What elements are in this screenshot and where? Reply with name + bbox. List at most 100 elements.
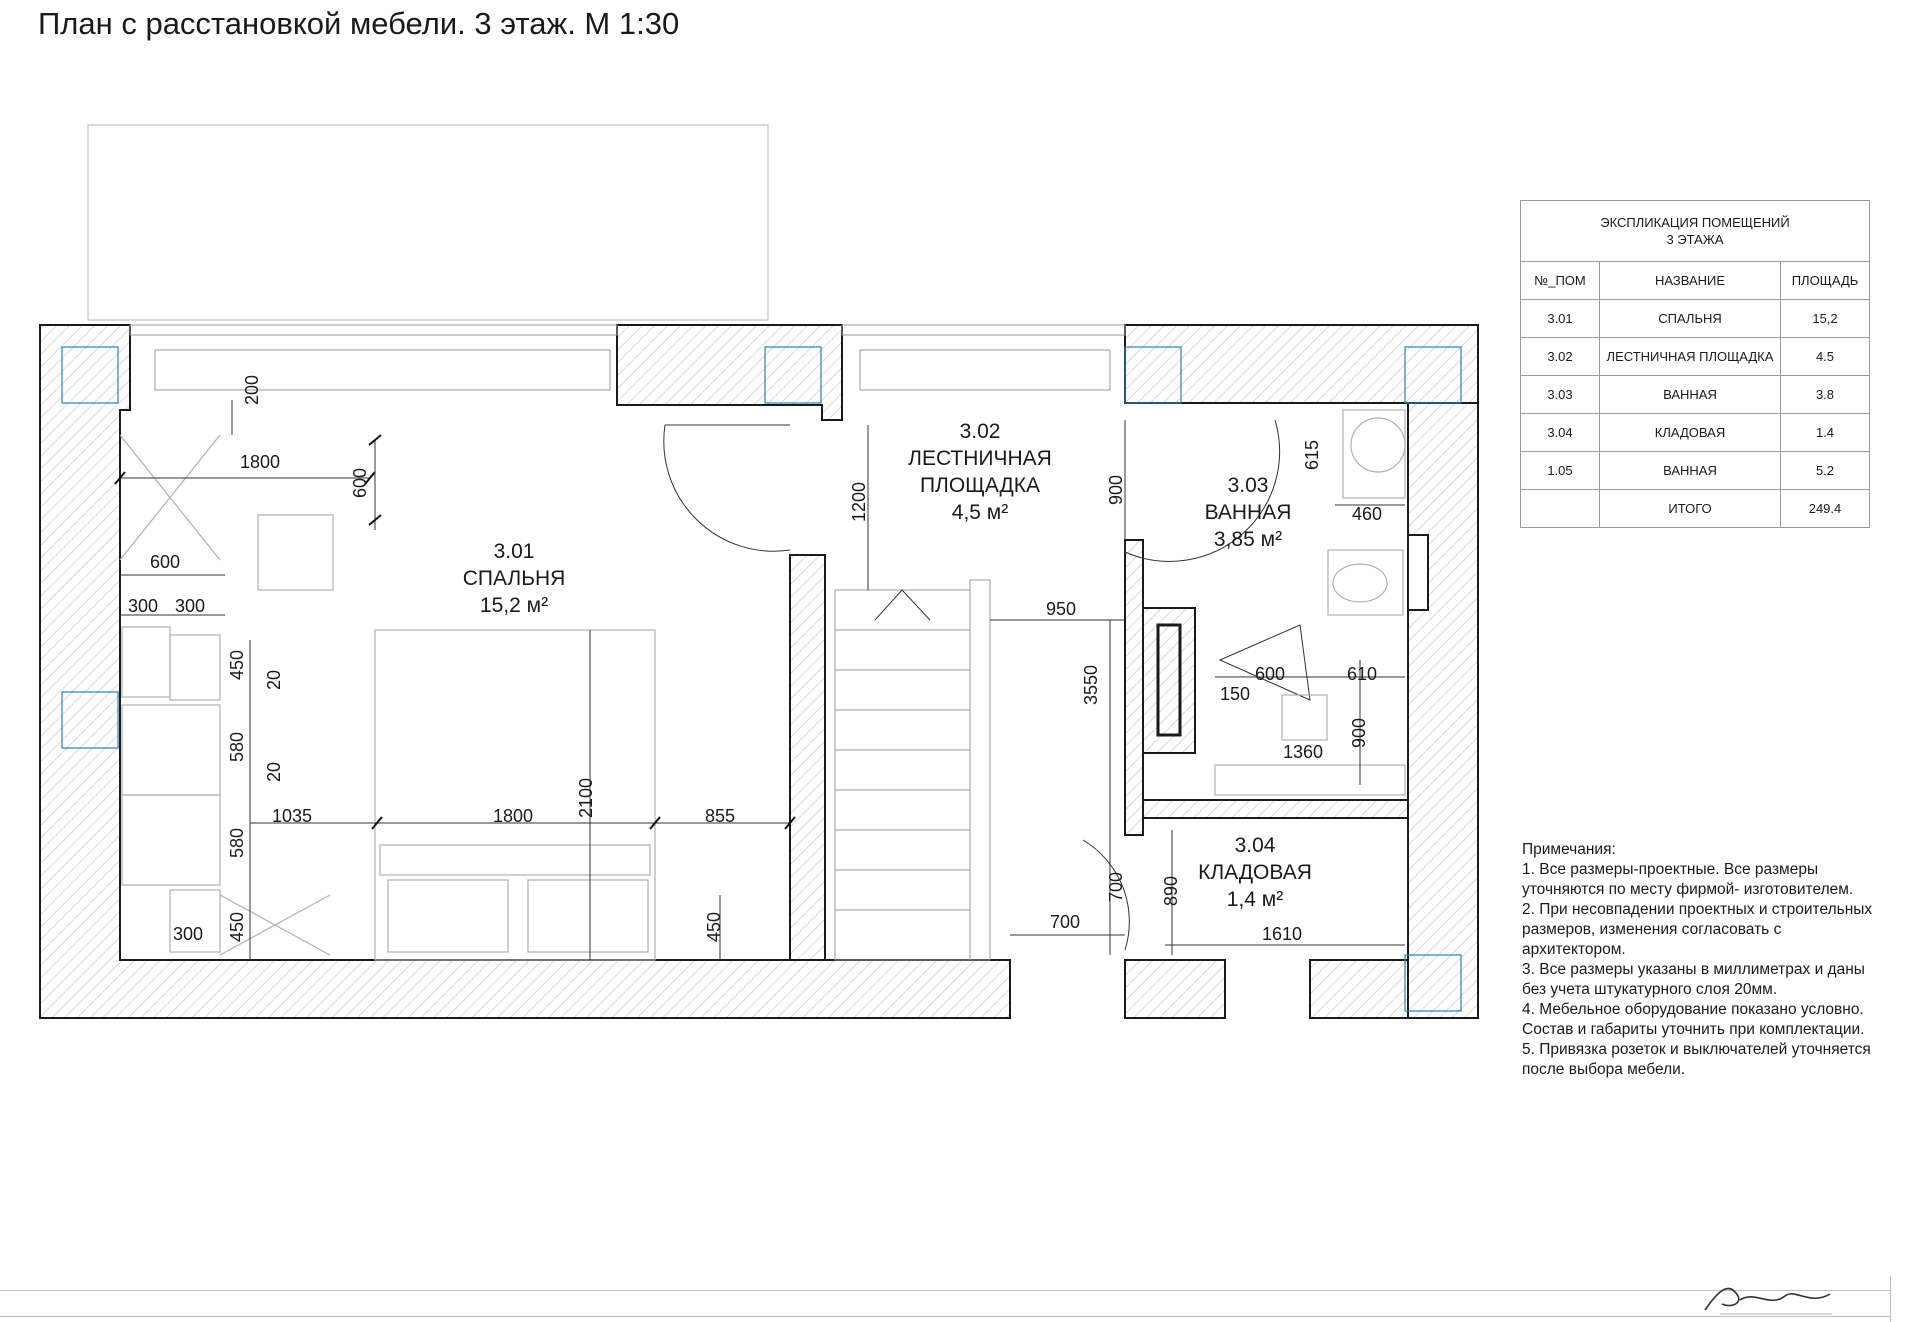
table-row: 3.02 ЛЕСТНИЧНАЯ ПЛОЩАДКА 4.5 [1520,337,1870,376]
row-num: 3.02 [1520,337,1600,376]
pillow-right [527,879,649,953]
dim-300-a: 300 [128,596,158,616]
rooms-explication-table: ЭКСПЛИКАЦИЯ ПОМЕЩЕНИЙ 3 ЭТАЖА №_ПОМ НАЗВ… [1520,200,1870,528]
room-301-name: СПАЛЬНЯ [463,567,566,590]
footer-rule-bottom [0,1316,1890,1317]
dim-580-a: 580 [227,732,247,762]
dim-450-b: 450 [227,912,247,942]
wardrobe-1 [121,626,171,698]
note-line: 4. Мебельное оборудование показано услов… [1522,1001,1864,1018]
table-title-row: ЭКСПЛИКАЦИЯ ПОМЕЩЕНИЙ 3 ЭТАЖА [1520,200,1870,262]
dim-2100: 2100 [576,778,596,818]
table-row: 3.04 КЛАДОВАЯ 1.4 [1520,413,1870,452]
row-num: 3.04 [1520,413,1600,452]
header-name: НАЗВАНИЕ [1599,261,1781,300]
dim-1800-bed: 1800 [493,806,533,826]
dim-200: 200 [242,375,262,405]
toilet [1327,549,1404,616]
column-4 [1124,346,1182,404]
row-area: 1.4 [1780,413,1870,452]
bath-niche-inner [1156,623,1182,737]
note-line: Состав и габариты уточнить при комплекта… [1522,1021,1865,1038]
outer-walls [39,324,1479,1019]
dim-150: 150 [1220,684,1250,704]
table-row: 1.05 ВАННАЯ 5.2 [1520,451,1870,490]
wardrobe-2 [169,634,221,701]
notes-block: Примечания: 1. Все размеры-проектные. Вс… [1522,840,1920,1080]
row-num: 3.03 [1520,375,1600,414]
row-name: ВАННАЯ [1599,451,1781,490]
note-line: 2. При несовпадении проектных и строител… [1522,901,1873,918]
balcony-outline [87,124,769,321]
dim-900-a: 900 [1106,475,1126,505]
column-5 [1404,346,1462,404]
table-total-row: ИТОГО 249.4 [1520,489,1870,528]
dim-700-b: 700 [1050,912,1080,932]
room-303-area: 3,85 м² [1214,528,1282,551]
room-302-area: 4,5 м² [952,501,1008,524]
page-title: План с расстановкой мебели. 3 этаж. М 1:… [38,6,680,41]
row-area: 3.8 [1780,375,1870,414]
table-title: ЭКСПЛИКАЦИЯ ПОМЕЩЕНИЙ 3 ЭТАЖА [1520,200,1870,262]
columns [61,346,1462,1012]
sink-cabinet [1281,694,1328,741]
room-301-area: 15,2 м² [480,594,548,617]
column-3 [764,346,822,404]
dimension-labels: 200 1800 600 600 300 300 450 20 580 20 5… [128,375,1382,944]
wall-top-left [39,324,1011,1019]
wardrobe-5 [169,889,221,953]
wall-bottom-right-a [1124,959,1226,1019]
row-num: 1.05 [1520,451,1600,490]
stairs [834,579,991,961]
dim-700-a: 700 [1106,872,1126,902]
dim-1610: 1610 [1262,924,1302,944]
room-303-num: 3.03 [1228,474,1269,497]
table-row: 3.01 СПАЛЬНЯ 15,2 [1520,299,1870,338]
total-label: ИТОГО [1599,489,1781,528]
column-2 [61,691,119,749]
wall-bath-storage [1142,799,1409,819]
wardrobe-3 [121,704,221,796]
table-row: 3.03 ВАННАЯ 3.8 [1520,375,1870,414]
dim-450-a: 450 [227,650,247,680]
row-area: 4.5 [1780,337,1870,376]
note-line: без учета штукатурного слоя 20мм. [1522,981,1778,998]
dim-900-b: 900 [1349,718,1369,748]
wall-top-right [1124,324,1479,404]
bedroom-furniture [119,434,656,961]
dim-300-c: 300 [173,924,203,944]
column-1 [61,346,119,404]
note-line: архитектором. [1522,941,1626,958]
windows [129,324,1126,391]
washbasin [1342,409,1406,499]
dim-20-b: 20 [264,762,284,782]
dim-1800-top: 1800 [240,452,280,472]
table-title-line2: 3 ЭТАЖА [1666,232,1724,247]
table-header-row: №_ПОМ НАЗВАНИЕ ПЛОЩАДЬ [1520,261,1870,300]
row-name: ЛЕСТНИЧНАЯ ПЛОЩАДКА [1599,337,1781,376]
dim-460: 460 [1352,504,1382,524]
wall-stair-right [1124,539,1144,836]
dim-855: 855 [705,806,735,826]
room-labels: 3.01 СПАЛЬНЯ 15,2 м² 3.02 ЛЕСТНИЧНАЯ ПЛО… [463,420,1312,911]
room-303-name: ВАННАЯ [1205,501,1292,524]
total-value: 249.4 [1780,489,1870,528]
footer-rule [0,1290,1890,1291]
header-num: №_ПОМ [1520,261,1600,300]
pillow-left [387,879,509,953]
room-304-area: 1,4 м² [1227,888,1283,911]
dim-1360: 1360 [1283,742,1323,762]
dim-1035: 1035 [272,806,312,826]
note-line: после выбора мебели. [1522,1061,1686,1078]
wall-right [1407,402,1479,1019]
bath-window [1407,534,1429,611]
dim-300-b: 300 [175,596,205,616]
notes-heading: Примечания: [1522,841,1616,858]
table-title-line1: ЭКСПЛИКАЦИЯ ПОМЕЩЕНИЙ [1600,215,1790,230]
room-302-name1: ЛЕСТНИЧНАЯ [908,447,1052,470]
room-304-num: 3.04 [1235,834,1276,857]
footer-divider [1890,1276,1891,1322]
note-line: 1. Все размеры-проектные. Все размеры [1522,861,1819,878]
shower-tray [1214,764,1406,796]
wall-bath-niche [1142,607,1196,754]
